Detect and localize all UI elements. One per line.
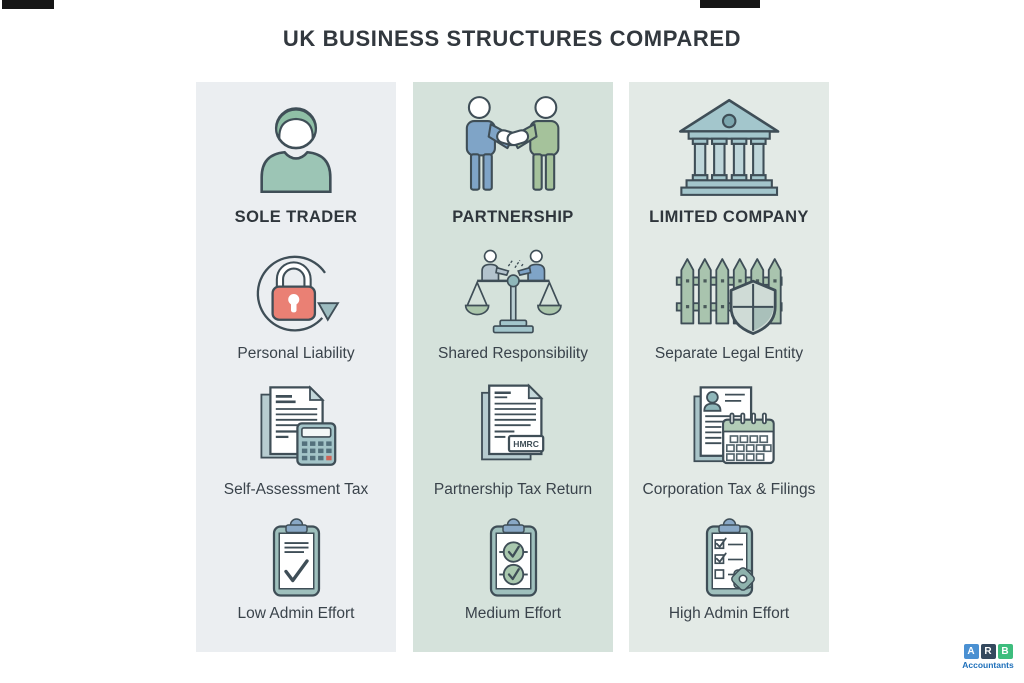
logo-letter-b: B — [997, 644, 1013, 659]
hmrc-badge-text: HMRC — [513, 439, 539, 449]
row-label-separate-legal-entity: Separate Legal Entity — [654, 345, 804, 362]
logo-letter-a: A — [963, 644, 979, 659]
arb-accountants-logo: A R B Accountants — [956, 644, 1020, 670]
document-calculator-icon — [196, 382, 396, 472]
handshake-icon — [413, 94, 613, 198]
column-sole-trader: SOLE TRADER Personal Liability — [196, 82, 396, 652]
balance-scales-icon — [413, 248, 613, 340]
bank-building-icon — [629, 94, 829, 198]
top-right-artifact-bar — [700, 0, 760, 8]
document-calendar-icon — [629, 382, 829, 472]
column-partnership: PARTNERSHIP — [413, 82, 613, 652]
row-label-partnership-tax-return: Partnership Tax Return — [433, 481, 593, 498]
hmrc-document-icon: HMRC — [413, 382, 613, 472]
row-label-low-admin-effort: Low Admin Effort — [237, 605, 355, 622]
logo-letter-r: R — [980, 644, 996, 659]
row-label-medium-effort: Medium Effort — [464, 605, 562, 622]
clipboard-checklist-gear-icon — [629, 516, 829, 600]
logo-caption: Accountants — [962, 660, 1014, 670]
column-header-partnership: PARTNERSHIP — [452, 207, 574, 226]
row-label-personal-liability: Personal Liability — [237, 345, 355, 362]
row-label-shared-responsibility: Shared Responsibility — [438, 345, 588, 362]
top-left-artifact-bar — [2, 0, 54, 9]
row-label-corporation-tax-filings: Corporation Tax & Filings — [642, 481, 816, 498]
clipboard-checkmark-icon — [196, 516, 396, 600]
page-title: UK BUSINESS STRUCTURES COMPARED — [282, 26, 742, 51]
row-label-high-admin-effort: High Admin Effort — [668, 605, 790, 622]
lock-cycle-icon — [196, 248, 396, 340]
clipboard-two-checks-icon — [413, 516, 613, 600]
row-label-self-assessment-tax: Self-Assessment Tax — [223, 481, 369, 498]
column-header-sole-trader: SOLE TRADER — [234, 207, 358, 226]
fence-shield-icon — [629, 248, 829, 340]
person-icon — [196, 94, 396, 198]
column-header-limited-company: LIMITED COMPANY — [649, 207, 809, 226]
column-limited-company: LIMITED COMPANY Separate L — [629, 82, 829, 652]
